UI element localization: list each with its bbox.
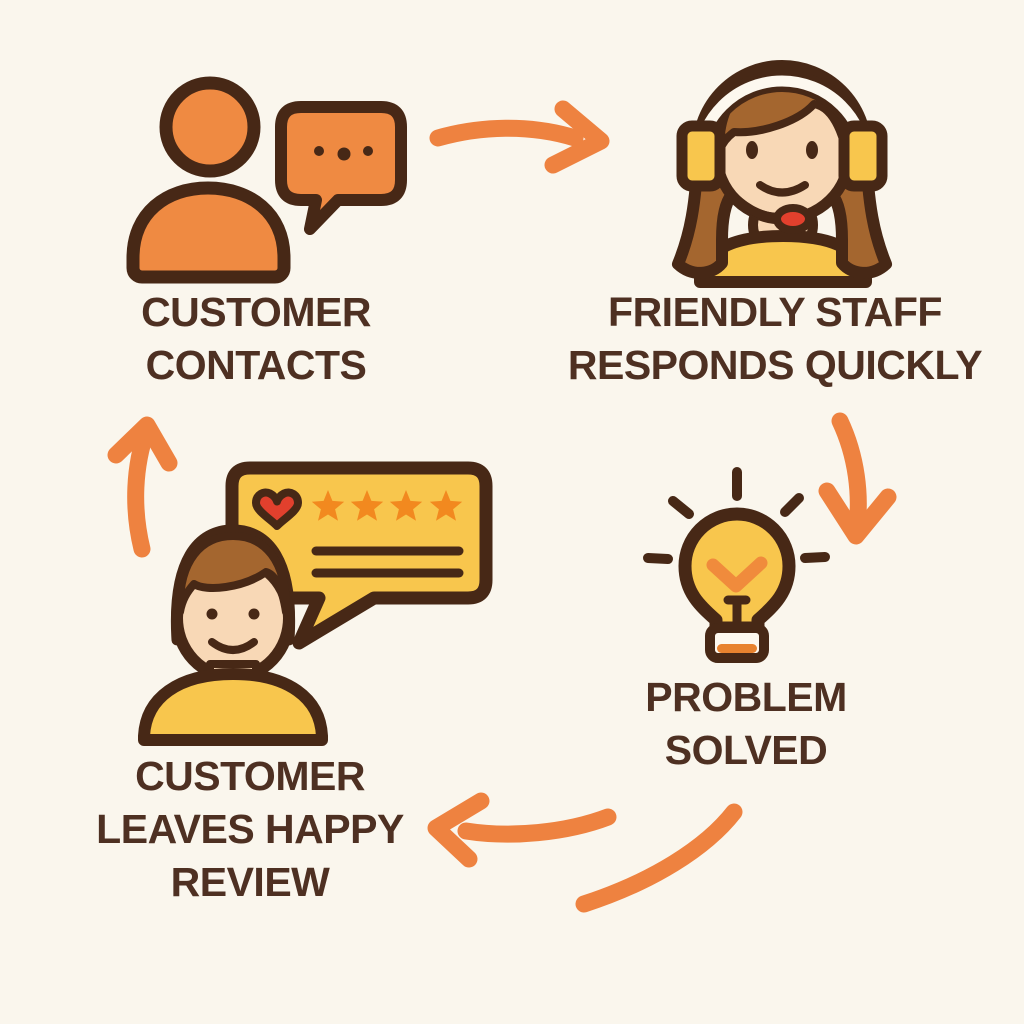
microphone-icon bbox=[773, 204, 813, 234]
headset-earcup-right bbox=[838, 120, 888, 192]
headset-earcup-left bbox=[676, 120, 726, 192]
arrow-solved-to-review-icon bbox=[427, 792, 743, 913]
cycle-arrows bbox=[107, 100, 897, 913]
agent-smile bbox=[756, 181, 809, 197]
support-agent-headset-icon bbox=[672, 60, 892, 288]
step-label-problem-solved: PROBLEM SOLVED bbox=[546, 671, 946, 777]
lightbulb-check bbox=[706, 556, 768, 593]
agent-eyes bbox=[746, 141, 818, 159]
lightbulb-glass bbox=[678, 507, 796, 635]
review-speech-bubble-icon bbox=[138, 461, 493, 746]
step-label-friendly-staff: FRIENDLY STAFF RESPONDS QUICKLY bbox=[535, 286, 1015, 392]
review-text-lines bbox=[311, 546, 464, 578]
arrow-contacts-to-staff-icon bbox=[429, 100, 610, 174]
chat-bubble-icon bbox=[275, 101, 407, 235]
person-speech-bubble-icon bbox=[126, 76, 407, 284]
lightbulb-base bbox=[705, 623, 769, 663]
lightbulb-rays bbox=[643, 467, 830, 564]
label-line: LEAVES HAPPY bbox=[96, 806, 404, 852]
step-label-happy-review: CUSTOMER LEAVES HAPPY REVIEW bbox=[30, 750, 470, 909]
label-line: PROBLEM bbox=[645, 674, 847, 720]
label-line: CUSTOMER bbox=[141, 289, 371, 335]
person-head bbox=[159, 76, 261, 178]
label-line: FRIENDLY STAFF bbox=[608, 289, 942, 335]
customer-eyes bbox=[206, 608, 260, 620]
label-line: CONTACTS bbox=[145, 342, 367, 388]
step-label-customer-contacts: CUSTOMER CONTACTS bbox=[36, 286, 476, 392]
arrow-review-to-contacts-icon bbox=[107, 416, 178, 558]
customer-shirt bbox=[138, 668, 328, 746]
label-line: RESPONDS QUICKLY bbox=[567, 342, 983, 388]
arrow-staff-to-solved-icon bbox=[818, 412, 897, 545]
lightbulb-idea-icon bbox=[643, 467, 830, 663]
customer-smile bbox=[208, 638, 258, 654]
customer-fringe bbox=[175, 532, 291, 616]
chat-dots bbox=[314, 146, 373, 161]
label-line: SOLVED bbox=[664, 727, 828, 773]
label-line: CUSTOMER bbox=[135, 753, 365, 799]
heart-icon bbox=[252, 488, 302, 530]
person-body bbox=[126, 181, 291, 284]
lightbulb-base-cap bbox=[717, 644, 757, 653]
label-line: REVIEW bbox=[170, 859, 330, 905]
